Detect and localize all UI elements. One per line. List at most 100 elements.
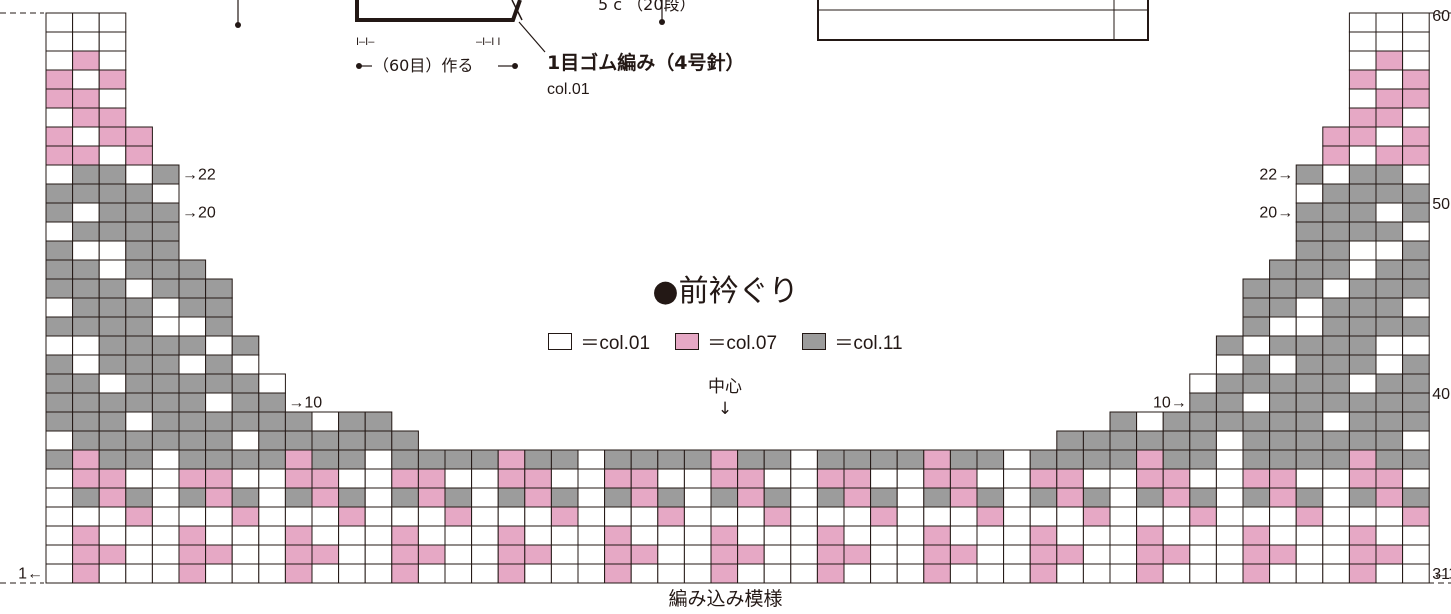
stitch-cell <box>1322 354 1350 375</box>
cast-on-dot-right <box>512 63 518 69</box>
stitch-cell <box>1136 506 1164 527</box>
stitch-cell <box>577 563 606 584</box>
stitch-cell <box>1348 107 1377 128</box>
stitch-cell <box>125 506 153 527</box>
stitch-cell <box>72 126 100 147</box>
stitch-cell <box>1269 525 1297 546</box>
stitch-cell <box>1003 487 1031 508</box>
stitch-cell <box>550 449 579 470</box>
stitch-cell <box>205 449 233 470</box>
stitch-cell <box>125 411 153 432</box>
center-arrow: ↓ <box>717 399 733 419</box>
stitch-cell <box>1295 544 1324 565</box>
stitch-cell <box>1162 544 1191 565</box>
stitch-cell <box>125 525 153 546</box>
stitch-cell <box>843 525 872 546</box>
stitch-cell <box>151 164 180 185</box>
stitch-cell <box>604 563 632 584</box>
stitch-cell <box>816 506 845 527</box>
stitch-cell <box>45 392 74 413</box>
stitch-cell <box>45 107 74 128</box>
stitch-cell <box>125 544 153 565</box>
stitch-cell <box>258 487 286 508</box>
stitch-cell <box>231 373 260 394</box>
stitch-cell <box>444 449 473 470</box>
stitch-cell <box>284 449 313 470</box>
stitch-cell <box>125 354 153 375</box>
pattern-outline-shape <box>355 0 522 22</box>
stitch-cell <box>1322 525 1350 546</box>
stitch-cell <box>1348 145 1377 166</box>
ribbing-label: 1目ゴム編み（4号針） <box>547 51 744 74</box>
stitch-cell <box>151 506 180 527</box>
stitch-cell <box>72 69 100 90</box>
stitch-cell <box>178 563 207 584</box>
stitch-cell <box>284 563 313 584</box>
stitch-cell <box>284 487 313 508</box>
stitch-cell <box>98 468 127 489</box>
stitch-cell <box>1215 354 1244 375</box>
stitch-cell <box>364 563 393 584</box>
stitch-cell <box>125 430 153 451</box>
stitch-cell <box>763 544 792 565</box>
stitch-cell <box>338 411 366 432</box>
stitch-cell <box>311 449 340 470</box>
stitch-cell <box>338 563 366 584</box>
stitch-cell <box>98 145 127 166</box>
stitch-cell <box>231 487 260 508</box>
stitch-cell <box>577 468 606 489</box>
stitch-cell <box>471 506 499 527</box>
cast-on-label: （60目）作る <box>373 56 473 75</box>
stitch-cell <box>417 487 446 508</box>
stitch-cell <box>923 544 951 565</box>
stitch-cell <box>1295 240 1324 261</box>
stitch-cell <box>1029 544 1058 565</box>
stitch-cell <box>45 430 74 451</box>
stitch-cell <box>45 240 74 261</box>
stitch-cell <box>657 468 685 489</box>
stitch-cell <box>1375 487 1404 508</box>
stitch-cell <box>125 563 153 584</box>
stitch-cell <box>1242 449 1271 470</box>
stitch-cell <box>1375 373 1404 394</box>
scale-number: 60 <box>1432 8 1450 25</box>
stitch-cell <box>258 373 286 394</box>
stitch-cell <box>1402 449 1430 470</box>
stitch-cell <box>1322 145 1350 166</box>
stitch-cell <box>151 468 180 489</box>
stitch-cell <box>1003 506 1031 527</box>
stitch-cell <box>444 506 473 527</box>
stitch-cell <box>1242 468 1271 489</box>
stitch-cell <box>45 487 74 508</box>
stitch-cell <box>98 563 127 584</box>
stitch-cell <box>72 563 100 584</box>
chart-caption: 編み込み模様 <box>668 588 783 610</box>
stitch-cell <box>683 544 712 565</box>
stitch-cell <box>1189 487 1217 508</box>
stitch-cell <box>604 449 632 470</box>
stitch-cell <box>205 468 233 489</box>
stitch-cell <box>72 50 100 71</box>
stitch-cell <box>976 506 1005 527</box>
stitch-cell <box>311 468 340 489</box>
stitch-cell <box>258 430 286 451</box>
stitch-cell <box>98 449 127 470</box>
stitch-cell <box>178 544 207 565</box>
stitch-cell <box>1375 164 1404 185</box>
stitch-cell <box>630 525 659 546</box>
stitch-cell <box>1375 88 1404 109</box>
stitch-cell <box>1162 506 1191 527</box>
stitch-cell <box>1029 525 1058 546</box>
stitch-cell <box>258 411 286 432</box>
stitch-cell <box>1189 506 1217 527</box>
stitch-cell <box>205 430 233 451</box>
stitch-cell <box>976 449 1005 470</box>
stitch-cell <box>923 525 951 546</box>
stitch-cell <box>1375 202 1404 223</box>
stitch-cell <box>1189 392 1217 413</box>
stitch-cell <box>72 411 100 432</box>
stitch-cell <box>1402 202 1430 223</box>
stitch-cell <box>1269 392 1297 413</box>
stitch-cell <box>98 411 127 432</box>
